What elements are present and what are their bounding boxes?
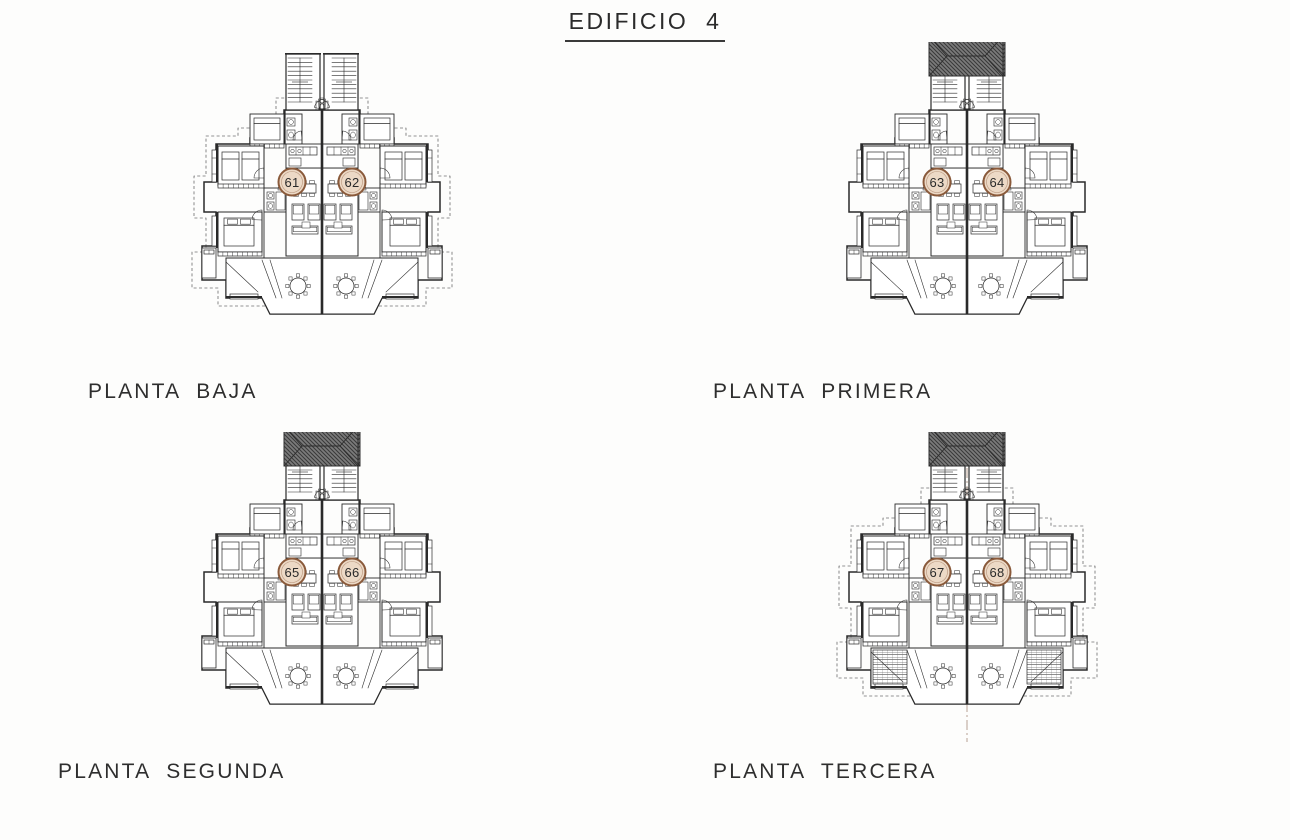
floor-plan-caption: PLANTA TERCERA [713,760,937,783]
floor-plan-caption: PLANTA BAJA [88,380,258,403]
unit-marker-64[interactable]: 64 [982,167,1012,197]
unit-marker-label: 67 [929,565,944,580]
apartment-right [318,53,453,315]
floor-plan-panel-planta-primera: 63 64 PLANTA PRIMERA [645,42,1290,442]
floor-plan-caption: PLANTA PRIMERA [713,380,933,403]
document-title-text: EDIFICIO 4 [564,8,726,42]
apartment-right [928,42,1088,315]
apartment-left [201,432,361,705]
unit-marker-66[interactable]: 66 [337,557,367,587]
floor-plan-drawing: 67 68 [645,432,1290,762]
unit-marker-label: 62 [344,175,359,190]
floor-plan-panel-planta-tercera: 67 68 PLANTA TERCERA [645,432,1290,832]
floor-plan-svg-3: 67 68 [836,432,1098,742]
unit-marker-label: 64 [989,175,1004,190]
floor-plan-drawing: 61 62 [0,42,645,372]
apartment-right [928,432,1098,705]
floor-plan-panel-planta-baja: 61 62 PLANTA BAJA [0,42,645,442]
unit-marker-61[interactable]: 61 [277,167,307,197]
unit-marker-label: 65 [284,565,299,580]
floor-plan-caption: PLANTA SEGUNDA [58,760,286,783]
unit-marker-label: 68 [989,565,1004,580]
apartment-left [836,432,1006,705]
unit-marker-63[interactable]: 63 [922,167,952,197]
floor-plan-panel-planta-segunda: 65 66 PLANTA SEGUNDA [0,432,645,832]
unit-marker-67[interactable]: 67 [922,557,952,587]
unit-marker-label: 61 [284,175,299,190]
floor-plan-drawing: 65 66 [0,432,645,762]
floor-plan-drawing: 63 64 [645,42,1290,372]
unit-marker-68[interactable]: 68 [982,557,1012,587]
unit-marker-label: 63 [929,175,944,190]
unit-marker-62[interactable]: 62 [337,167,367,197]
apartment-right [283,432,443,705]
unit-marker-label: 66 [344,565,359,580]
floor-plan-svg-2: 65 66 [201,432,443,705]
apartment-left [191,53,326,315]
floor-plan-svg-0: 61 62 [191,53,453,315]
floor-plan-svg-1: 63 64 [846,42,1088,315]
document-title: EDIFICIO 4 [0,8,1290,42]
unit-marker-65[interactable]: 65 [277,557,307,587]
